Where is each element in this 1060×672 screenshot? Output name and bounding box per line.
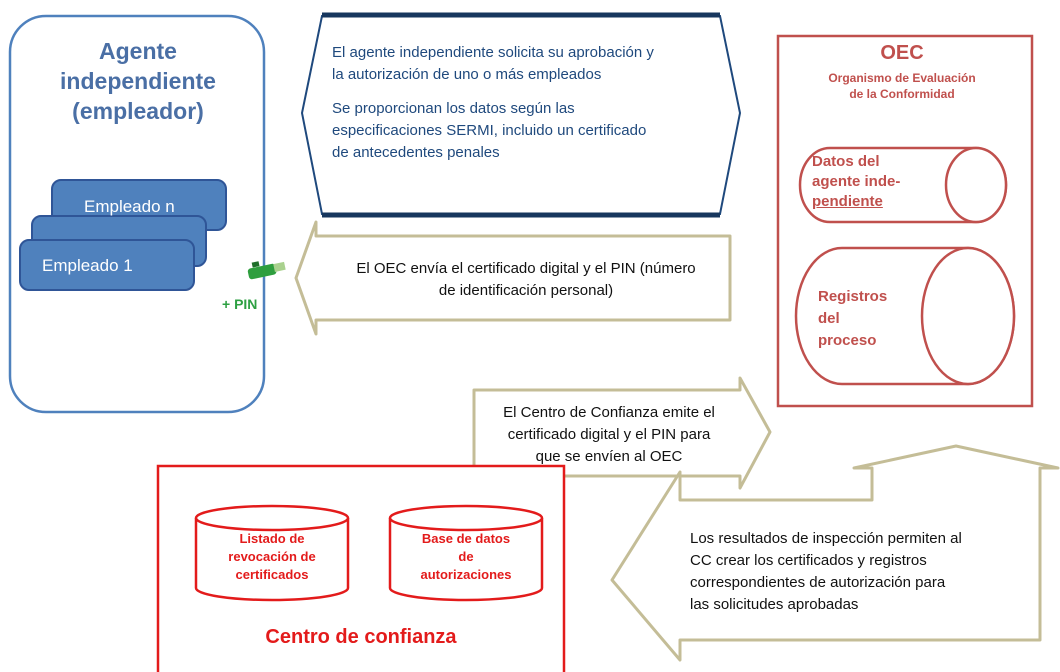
request-line-2: la autorización de uno o más empleados xyxy=(332,66,602,83)
request-arrow-text: El agente independiente solicita su apro… xyxy=(332,42,722,176)
employee-1-label: Empleado 1 xyxy=(42,256,133,275)
cc-issues-line-2: certificado digital y el PIN para xyxy=(507,426,711,443)
agent-title-line-3: (empleador) xyxy=(72,98,204,124)
oec-title: OEC xyxy=(880,42,924,64)
oec-sends-line-1: El OEC envía el certificado digital y el… xyxy=(356,260,696,277)
cc-issues-line-1: El Centro de Confianza emite el xyxy=(503,404,715,421)
results-line-1: Los resultados de inspección permiten al xyxy=(690,530,962,547)
employee-card-front xyxy=(19,239,195,291)
oec-db-agent-data xyxy=(798,146,1008,224)
oec-db1-line-1: Datos del xyxy=(812,153,880,170)
agent-title-line-1: Agente xyxy=(99,38,177,64)
oec-db1-line-2: agente inde- xyxy=(812,173,901,190)
results-line-2: CC crear los certificados y registros xyxy=(690,552,927,569)
cc-db2-line-1: Base de datos xyxy=(421,531,511,546)
oec-sends-line-2: de identificación personal) xyxy=(438,282,614,299)
usb-token-icon xyxy=(247,261,286,280)
trust-center-title: Centro de confianza xyxy=(265,626,457,648)
cc-db-revocation-list xyxy=(194,504,350,602)
oec-db1-label: Datos del agente inde- pendiente xyxy=(812,152,942,212)
agent-title: Agente independiente (empleador) xyxy=(20,36,256,126)
oec-subtitle-line-1: Organismo de Evaluación xyxy=(828,71,976,85)
results-line-4: las solicitudes aprobadas xyxy=(690,596,859,613)
oec-sends-arrow xyxy=(294,220,732,336)
cc-db-authorizations xyxy=(388,504,544,602)
oec-sends-text: El OEC envía el certificado digital y el… xyxy=(316,258,736,302)
request-line-4: especificaciones SERMI, incluido un cert… xyxy=(332,122,647,139)
inspection-results-arrow xyxy=(610,444,1060,662)
results-line-3: correspondientes de autorización para xyxy=(690,574,946,591)
oec-db2-line-3: proceso xyxy=(818,332,877,349)
inspection-results-text: Los resultados de inspección permiten al… xyxy=(690,528,990,616)
oec-db2-line-1: Registros xyxy=(818,288,888,305)
cc-issues-line-3: que se envíen al OEC xyxy=(535,448,683,465)
agent-title-line-2: independiente xyxy=(60,68,216,94)
oec-db2-label: Registros del proceso xyxy=(818,286,938,352)
request-line-1: El agente independiente solicita su apro… xyxy=(332,44,654,61)
cc-db2-line-2: de xyxy=(458,549,474,564)
cc-issues-text: El Centro de Confianza emite el certific… xyxy=(480,402,738,468)
oec-db1-line-3: pendiente xyxy=(812,193,883,210)
request-line-3: Se proporcionan los datos según las xyxy=(332,100,575,117)
request-line-5: de antecedentes penales xyxy=(332,144,500,161)
oec-subtitle-line-2: de la Conformidad xyxy=(849,87,955,101)
oec-db2-line-2: del xyxy=(818,310,840,327)
cc-db2-label: Base de datos de autorizaciones xyxy=(390,530,542,584)
cc-db1-label: Listado de revocación de certificados xyxy=(196,530,348,584)
oec-db-process-records xyxy=(794,246,1016,386)
cc-db1-line-1: Listado de xyxy=(239,531,305,546)
oec-subtitle: Organismo de Evaluación de la Conformida… xyxy=(780,70,1024,102)
pin-label: + PIN xyxy=(222,296,258,312)
cc-db2-line-3: autorizaciones xyxy=(420,567,512,582)
cc-db1-line-3: certificados xyxy=(235,567,309,582)
cc-db1-line-2: revocación de xyxy=(228,549,316,564)
employee-n-label: Empleado n xyxy=(84,197,175,216)
